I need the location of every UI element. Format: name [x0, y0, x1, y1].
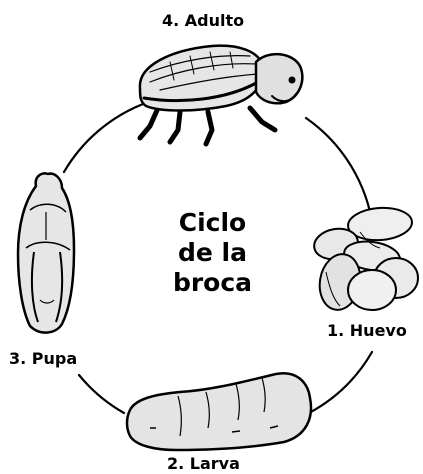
larva-icon [127, 373, 311, 450]
eggs-cluster-icon [312, 206, 418, 313]
pupa-icon [18, 174, 74, 333]
arc-egg-to-larva [309, 352, 372, 413]
cycle-title-line-1: Ciclo [130, 208, 295, 238]
cycle-title-line-2: de la [130, 238, 295, 268]
stage-label-adult: 4. Adulto [162, 12, 244, 30]
arc-larva-to-pupa [79, 375, 124, 413]
stage-label-pupa: 3. Pupa [9, 350, 77, 368]
stage-label-larva: 2. Larva [167, 455, 240, 473]
beetle-adult-icon [140, 46, 302, 144]
cycle-title: Ciclo de la broca [130, 208, 295, 298]
stage-label-egg: 1. Huevo [327, 322, 407, 340]
arc-pupa-to-adult [64, 104, 143, 172]
cycle-title-line-3: broca [130, 268, 295, 298]
